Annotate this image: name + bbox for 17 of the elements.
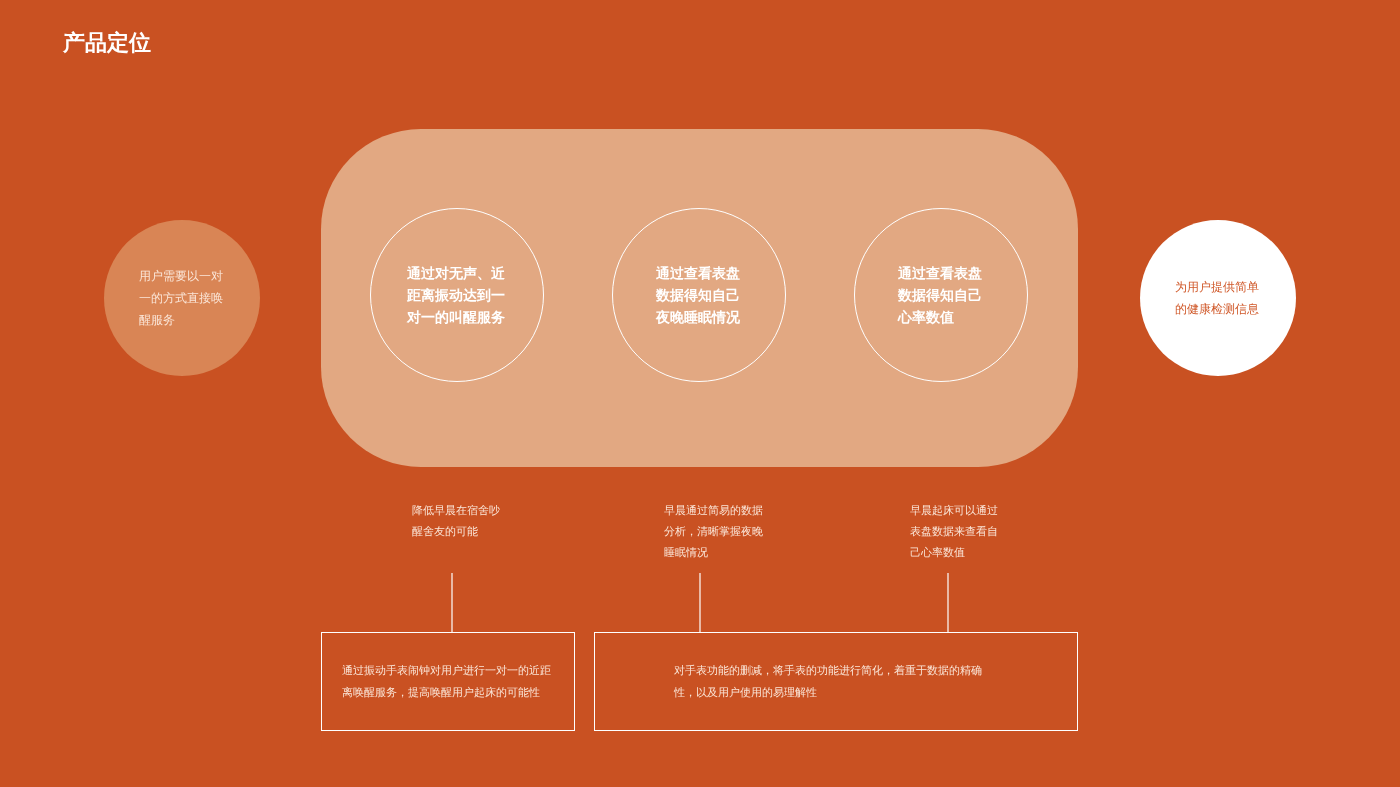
page-title: 产品定位 [63,29,151,57]
benefit-text: 早晨起床可以通过表盘数据来查看自己心率数值 [910,503,1000,561]
connector-line [451,572,453,633]
node-text: 为用户提供简单的健康检测信息 [1175,279,1261,318]
summary-box [594,632,1078,731]
connector-line [699,572,701,633]
node-text: 对手表功能的删减，将手表的功能进行简化，着重于数据的精确性，以及用户使用的易理解性 [673,662,983,701]
benefit-text: 早晨通过简易的数据分析，清晰掌握夜晚睡眠情况 [664,503,765,561]
node-text: 通过对无声、近距离振动达到一对一的叫醒服务 [407,264,507,327]
summary-box [321,632,575,731]
node-text: 通过振动手表闹钟对用户进行一对一的近距离唤醒服务，提高唤醒用户起床的可能性 [342,662,553,701]
node-text: 用户需要以一对一的方式直接唤醒服务 [139,268,225,329]
connector-line [947,572,949,633]
feature-panel [321,129,1078,467]
node-text: 通过查看表盘数据得知自己心率数值 [898,264,984,327]
benefit-text: 降低早晨在宿舍吵醒舍友的可能 [412,503,502,540]
node-text: 通过查看表盘数据得知自己夜晚睡眠情况 [656,264,742,327]
